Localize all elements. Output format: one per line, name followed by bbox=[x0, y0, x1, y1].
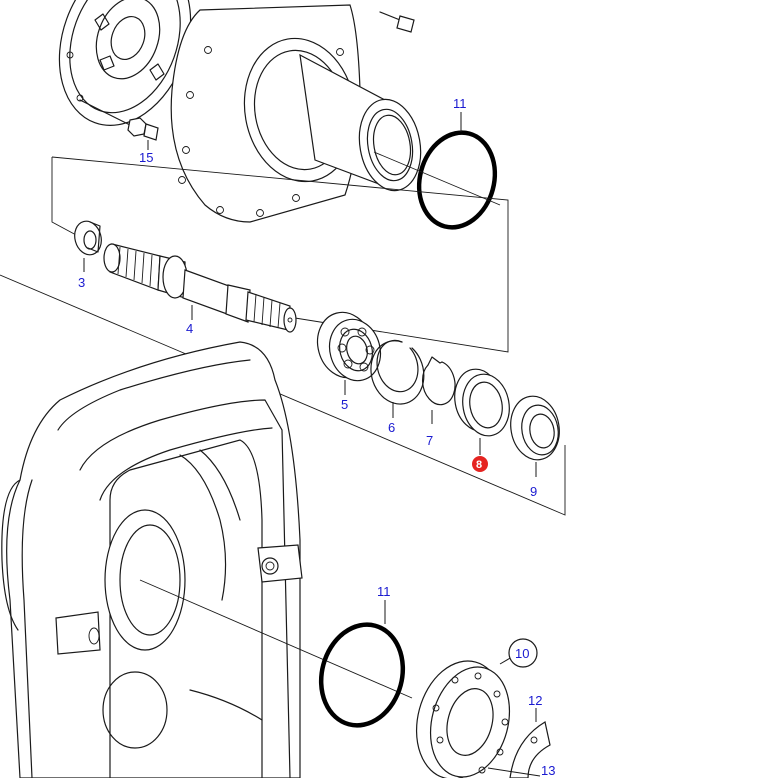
bolt-15 bbox=[79, 99, 159, 141]
callout-5[interactable]: 5 bbox=[341, 397, 348, 412]
callout-11-top[interactable]: 11 bbox=[453, 96, 467, 111]
part-8-sleeve bbox=[454, 368, 510, 437]
callout-8[interactable]: 8 bbox=[476, 459, 482, 471]
callout-11-bottom[interactable]: 11 bbox=[377, 584, 391, 599]
part-12-gasket bbox=[509, 721, 551, 778]
part-9-seal bbox=[510, 395, 560, 461]
part-7-snap-ring bbox=[421, 356, 456, 406]
part-3-bushing bbox=[74, 220, 102, 256]
callout-15[interactable]: 15 bbox=[139, 150, 153, 165]
part-5-bearing bbox=[316, 311, 382, 382]
callout-13[interactable]: 13 bbox=[541, 763, 555, 778]
callout-12[interactable]: 12 bbox=[528, 693, 542, 708]
axis-line-bottom bbox=[139, 579, 413, 699]
callout-7[interactable]: 7 bbox=[426, 433, 433, 448]
o-ring-bottom bbox=[318, 622, 406, 728]
bolt-top-right bbox=[379, 11, 415, 33]
callout-10-ring bbox=[508, 638, 538, 668]
callout-4[interactable]: 4 bbox=[186, 321, 193, 336]
callout-9[interactable]: 9 bbox=[530, 484, 537, 499]
callout-10[interactable]: 10 bbox=[515, 646, 529, 661]
damper-plate bbox=[58, 0, 192, 126]
part-10-flange bbox=[415, 660, 511, 778]
gearbox-housing bbox=[1, 341, 303, 778]
callout-3[interactable]: 3 bbox=[78, 275, 85, 290]
flywheel-housing-plate bbox=[170, 4, 422, 223]
part-4-shaft bbox=[103, 243, 297, 333]
callout-8-marker bbox=[472, 456, 488, 472]
callout-6[interactable]: 6 bbox=[388, 420, 395, 435]
o-ring-top bbox=[416, 130, 498, 230]
